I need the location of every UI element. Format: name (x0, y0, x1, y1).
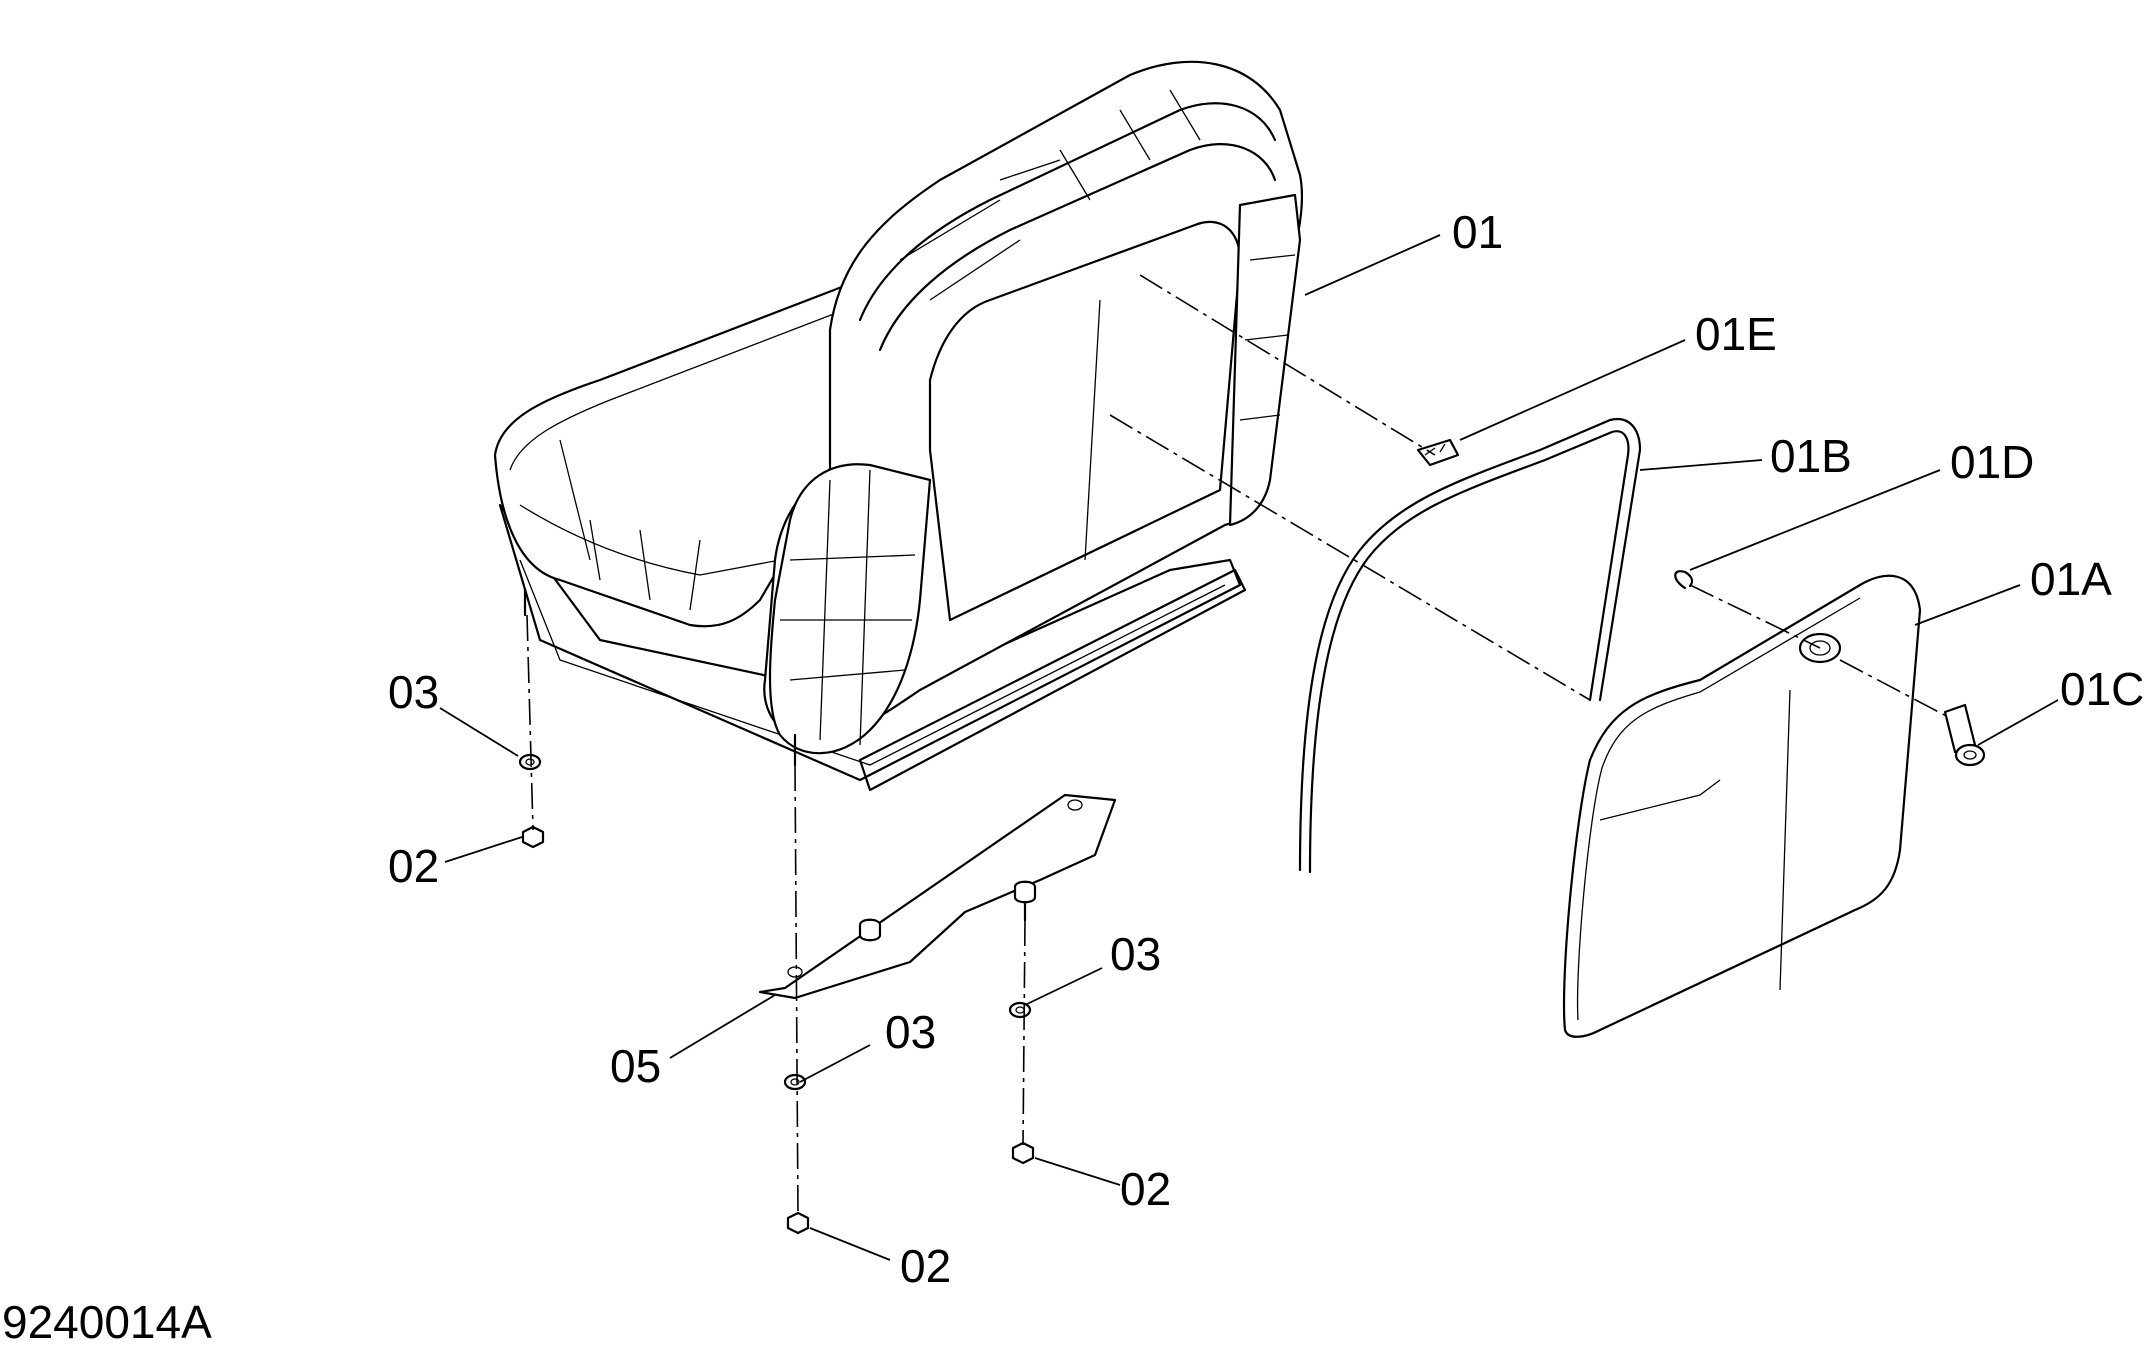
callout-labels: 01 01E 01B 01D 01A 01C 03 02 03 03 05 02… (388, 206, 2144, 1292)
mounting-bracket (758, 793, 1117, 1000)
assembly-axis-lines (526, 274, 1951, 1216)
knob-part (1943, 703, 1986, 767)
hardware (518, 753, 1035, 1235)
callout-01e: 01E (1695, 308, 1777, 360)
callout-02-right: 02 (1120, 1163, 1171, 1215)
callout-02-bottom: 02 (900, 1240, 951, 1292)
rear-cover-panel (1562, 574, 1922, 1038)
callout-01d: 01D (1950, 436, 2034, 488)
callout-01b: 01B (1770, 430, 1852, 482)
callout-01a: 01A (2030, 553, 2112, 605)
figure-id: 9240014A (2, 1296, 212, 1345)
callout-03-left: 03 (388, 666, 439, 718)
retaining-ring-part (1674, 570, 1694, 590)
callout-01: 01 (1452, 206, 1503, 258)
seat-assembly (493, 60, 1304, 792)
leader-lines (439, 234, 2059, 1261)
callout-05: 05 (610, 1040, 661, 1092)
callout-03-right: 03 (1110, 928, 1161, 980)
callout-01c: 01C (2060, 663, 2144, 715)
clip-part (1416, 438, 1460, 467)
edge-trim-strip (1298, 417, 1642, 874)
callout-03-mid: 03 (885, 1006, 936, 1058)
callout-02-left: 02 (388, 840, 439, 892)
